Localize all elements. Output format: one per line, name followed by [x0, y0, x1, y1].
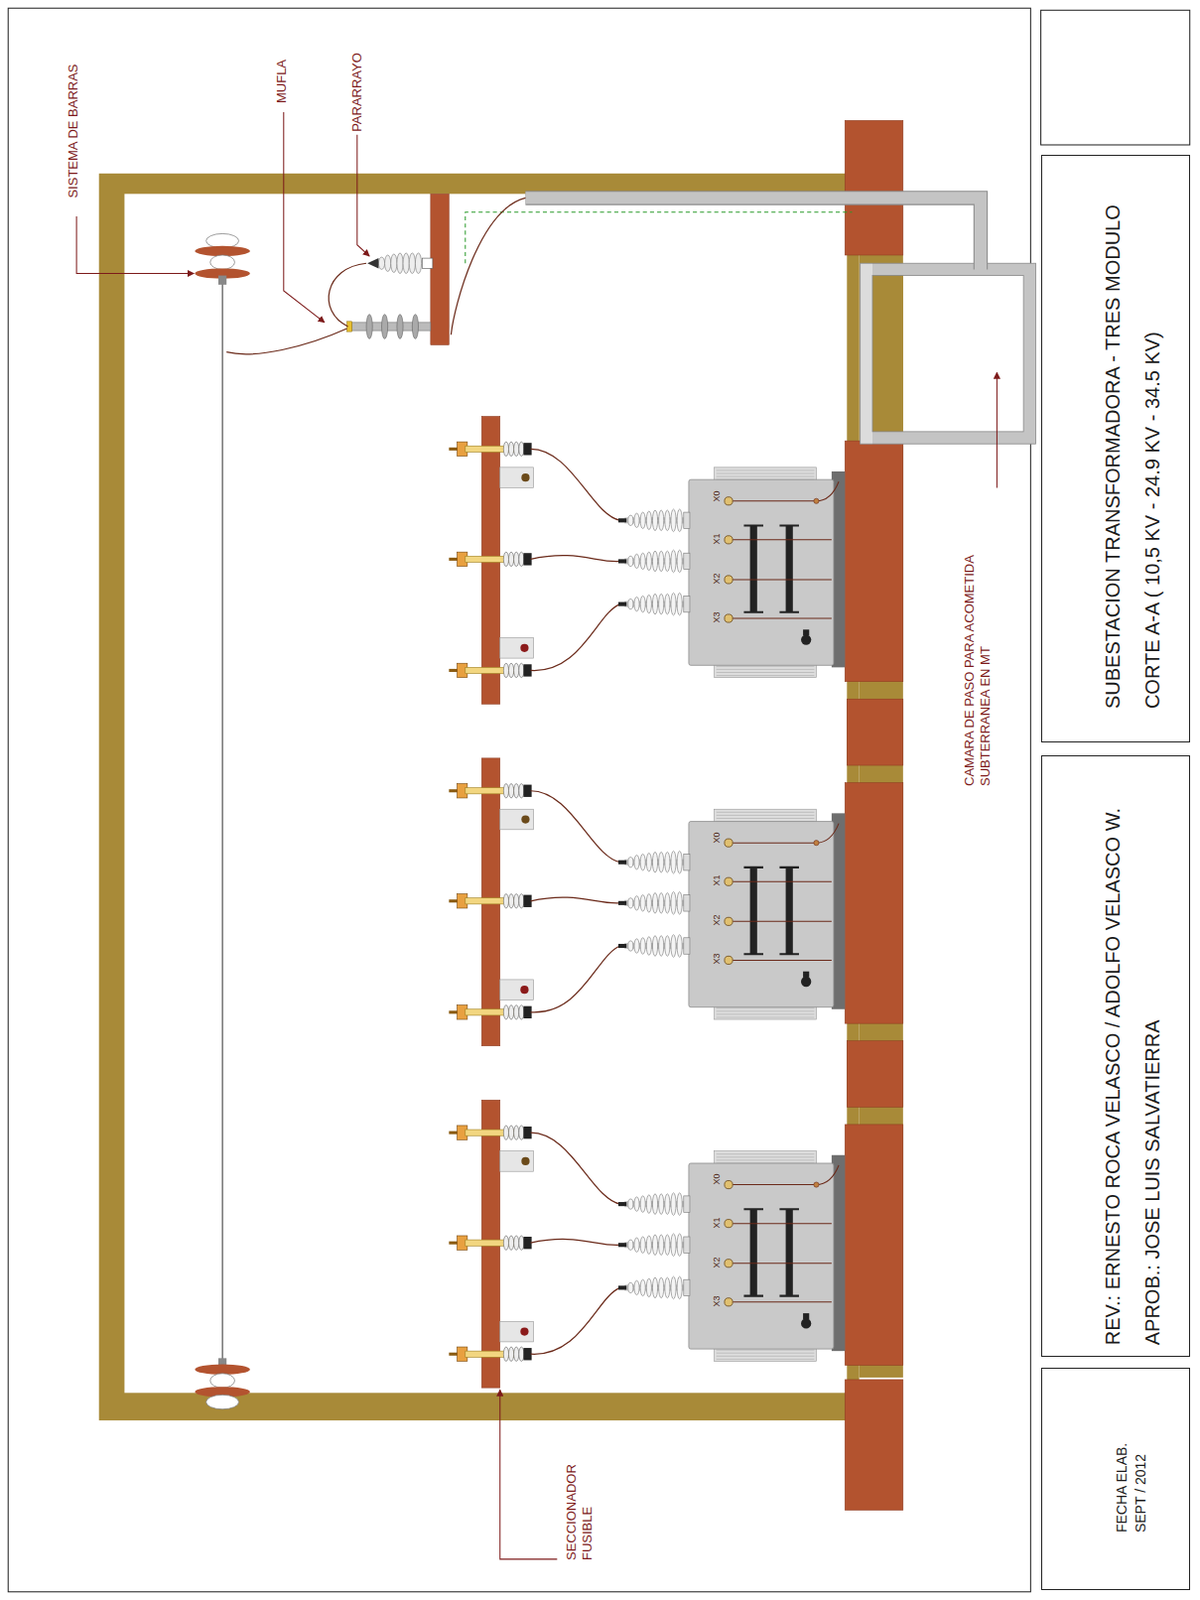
building-wall: [99, 173, 860, 1421]
bus-system: [206, 1394, 240, 1409]
arrester-and-termination: [408, 253, 415, 274]
bus-system: [210, 255, 236, 269]
arrester-and-termination: [391, 254, 398, 273]
sheet-frame: [7, 7, 1031, 1593]
bus-system: [210, 1373, 236, 1388]
bus-system: [206, 233, 240, 248]
title-block-text-area: REV.: ERNESTO ROCA VELASCO / ADOLFO VELA…: [1041, 755, 1191, 1358]
cable-chamber: [860, 263, 873, 444]
arrester-and-termination: [378, 257, 385, 269]
title-block-text: APROB.: JOSE LUIS SALVATIERRA: [1140, 1019, 1165, 1345]
arrester-and-termination: [397, 314, 403, 340]
title-block-text: SEPT / 2012: [1132, 1454, 1150, 1533]
bus-system: [222, 283, 224, 1360]
arrester-and-termination: [367, 258, 379, 268]
arrester-and-termination: [450, 197, 526, 335]
floor-foundation: [844, 440, 904, 682]
cable-chamber: [872, 275, 1024, 432]
cable-chamber: [860, 263, 1037, 444]
callout-label: CAMARA DE PASO PARA ACOMETIDA SUBTERRANE…: [961, 498, 994, 787]
terminal-label: X2: [710, 915, 722, 927]
title-block-box: REV.: ERNESTO ROCA VELASCO / ADOLFO VELA…: [1041, 755, 1191, 1358]
leader-line: [996, 372, 998, 488]
arrester-and-termination: [226, 328, 347, 355]
floor-foundation: [844, 1124, 904, 1366]
floor-foundation: [844, 1379, 904, 1511]
cable-chamber: [525, 197, 1036, 444]
terminal-label: X1: [710, 1216, 722, 1228]
transformer-module: [448, 758, 845, 1047]
terminal-label: X3: [710, 1295, 722, 1307]
terminal-label: X3: [710, 611, 722, 623]
arrester-and-termination: [381, 314, 388, 340]
bus-system: [218, 275, 227, 285]
arrester-and-termination: [226, 193, 526, 354]
floor-foundation: [844, 120, 904, 256]
arrester-and-termination: [402, 253, 409, 274]
terminal-label: X0: [710, 832, 722, 844]
leader-line: [500, 1389, 558, 1560]
arrester-and-termination: [385, 255, 392, 271]
title-block-box: FECHA ELAB.SEPT / 2012: [1041, 1367, 1191, 1591]
terminal-label: X1: [710, 875, 722, 887]
title-block-text: REV.: ERNESTO ROCA VELASCO / ADOLFO VELA…: [1100, 807, 1125, 1345]
arrester-and-termination: [422, 258, 433, 268]
title-block-text: FECHA ELAB.: [1113, 1442, 1131, 1532]
floor-foundation: [846, 698, 904, 766]
bus-system: [194, 233, 251, 1409]
arrester-and-termination: [414, 253, 421, 274]
title-block-text: SUBESTACION TRANSFORMADORA - TRES MODULO: [1100, 205, 1125, 710]
ground-wire: [465, 212, 853, 264]
callout-label: SECCIONADOR FUSIBLE: [563, 1451, 596, 1561]
callout-label: MUFLA: [273, 59, 290, 104]
arrester-and-termination: [397, 253, 403, 274]
transformer-module: [448, 415, 845, 704]
bus-system: [194, 246, 251, 257]
arrester-and-termination: [366, 314, 373, 340]
callout-label: SISTEMA DE BARRAS: [65, 63, 82, 198]
sheet-frame: [7, 7, 1190, 1593]
title-block-text: CORTE A-A ( 10,5 KV - 24.9 KV - 34.5 KV): [1140, 332, 1165, 710]
leader-line: [76, 112, 997, 1560]
arrester-and-termination: [411, 314, 418, 340]
building-wall: [124, 193, 847, 1393]
title-block-text-area: FECHA ELAB.SEPT / 2012: [1041, 1367, 1191, 1591]
leader-line: [357, 134, 370, 257]
title-block-text-area: SUBESTACION TRANSFORMADORA - TRES MODULO…: [1041, 154, 1191, 743]
transformer-module: [448, 1099, 845, 1388]
cable-chamber: [872, 275, 904, 432]
terminal-label: X2: [710, 1256, 722, 1268]
floor-foundation: [844, 783, 904, 1025]
terminal-label: X0: [710, 1174, 722, 1186]
terminal-label: X1: [710, 533, 722, 544]
terminal-label: X2: [710, 572, 722, 584]
building-wall: [99, 173, 860, 1421]
cable-chamber: [525, 197, 981, 269]
floor-foundation: [844, 120, 904, 1510]
bus-system: [194, 1364, 251, 1375]
arrester-and-termination: [352, 322, 431, 331]
arrester-and-termination: [328, 263, 367, 327]
callout-label: PARARRAYO: [349, 52, 366, 133]
terminal-label: X3: [710, 953, 722, 965]
sheet-frame: [1041, 9, 1191, 145]
leader-line: [283, 112, 325, 323]
floor-foundation: [846, 1041, 904, 1108]
cable-chamber: [525, 197, 981, 271]
title-block-box: SUBESTACION TRANSFORMADORA - TRES MODULO…: [1041, 154, 1191, 743]
arrester-and-termination: [430, 193, 450, 345]
terminal-label: X0: [710, 490, 722, 502]
cable-chamber: [866, 268, 1030, 438]
leader-line: [76, 216, 194, 274]
